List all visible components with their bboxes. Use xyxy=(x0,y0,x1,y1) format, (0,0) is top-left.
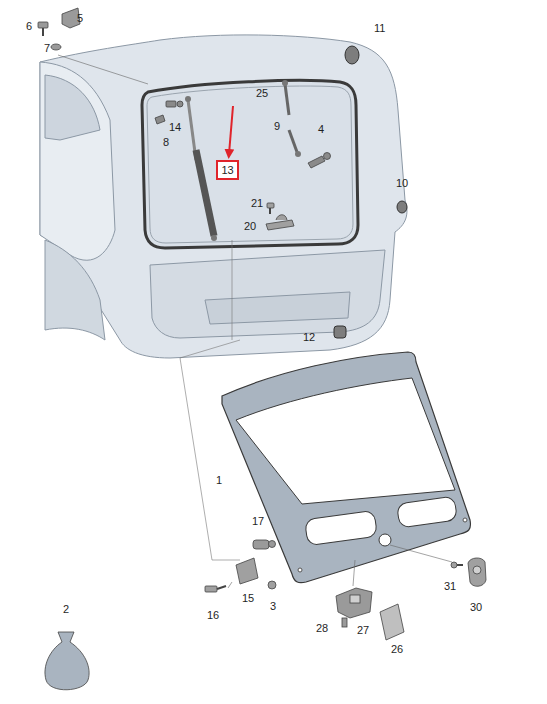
callout-number: 21 xyxy=(250,197,264,209)
callout-number: 15 xyxy=(241,592,255,604)
striker-part xyxy=(266,203,294,230)
cap xyxy=(397,201,407,213)
callout-number: 1 xyxy=(215,474,223,486)
latch-part xyxy=(336,588,404,640)
callout-number: 4 xyxy=(317,123,325,135)
callout-number: 5 xyxy=(76,12,84,24)
callout-number: 2 xyxy=(62,603,70,615)
car-body xyxy=(40,35,407,358)
callout-number: 30 xyxy=(469,601,483,613)
leader-line xyxy=(390,545,452,562)
hinge-part xyxy=(205,558,276,592)
gas-strut xyxy=(282,80,301,157)
callout-number: 12 xyxy=(302,331,316,343)
small-part xyxy=(155,101,183,124)
bag xyxy=(45,632,89,690)
callout-number: 10 xyxy=(395,177,409,189)
callout-number: 25 xyxy=(255,87,269,99)
buffer-part xyxy=(308,153,331,169)
leader-line xyxy=(58,55,148,84)
gas-strut xyxy=(185,96,217,241)
callout-number: 17 xyxy=(251,515,265,527)
callout-number: 28 xyxy=(315,622,329,634)
grommet xyxy=(345,46,359,64)
callout-number: 16 xyxy=(206,609,220,621)
callout-number: 31 xyxy=(443,580,457,592)
callout-number: 6 xyxy=(25,20,33,32)
callout-number: 27 xyxy=(356,624,370,636)
tailgate xyxy=(222,352,471,583)
callout-number: 8 xyxy=(162,136,170,148)
callout-number: 20 xyxy=(243,220,257,232)
gasket-inner xyxy=(147,86,353,243)
window-opening xyxy=(142,80,358,248)
callout-number: 9 xyxy=(273,120,281,132)
callout-number: 26 xyxy=(390,643,404,655)
lock-part xyxy=(253,540,276,549)
highlight-arrow xyxy=(229,106,233,154)
bump-stop xyxy=(334,326,346,338)
callout-number: 7 xyxy=(43,42,51,54)
highlight-box: 13 xyxy=(216,160,239,180)
leader-line xyxy=(228,582,232,588)
callout-number: 3 xyxy=(269,600,277,612)
callout-number: 11 xyxy=(373,22,386,34)
callout-number: 14 xyxy=(168,121,182,133)
leader-line xyxy=(353,560,355,586)
callout-number: 13 xyxy=(218,164,237,176)
